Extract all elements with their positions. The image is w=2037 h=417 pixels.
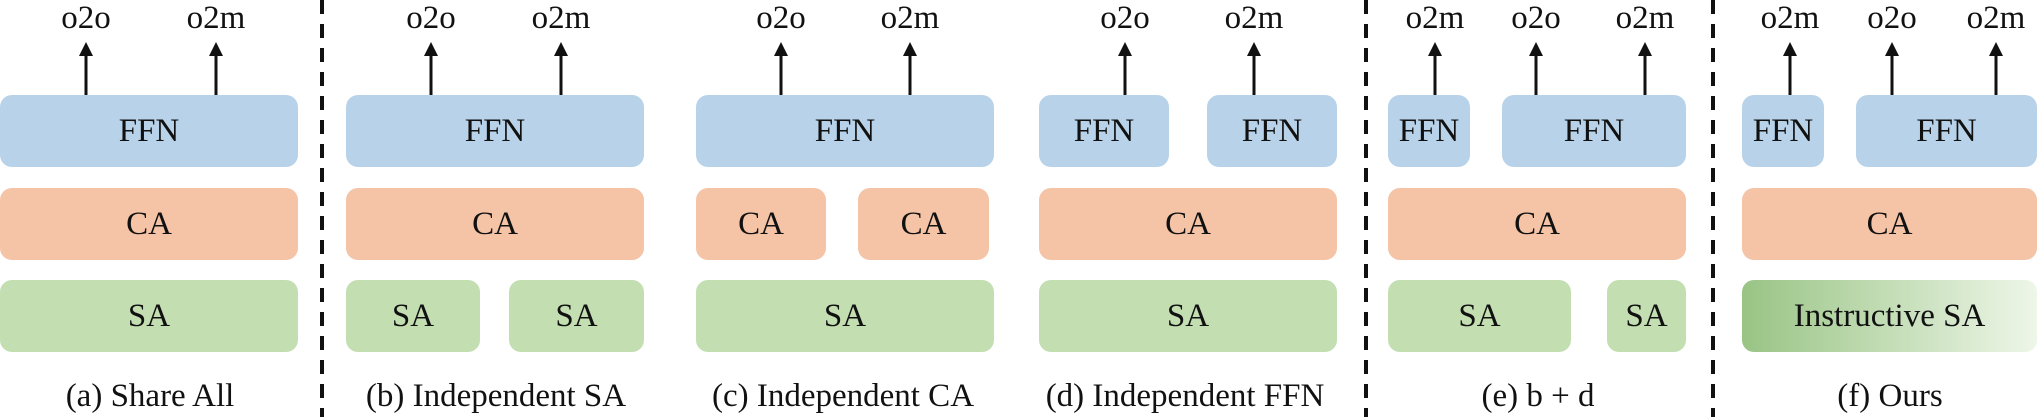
- output-label-o2o: o2o: [756, 0, 806, 36]
- output-label-o2o: o2o: [61, 0, 111, 36]
- output-arrow-head: [1118, 42, 1132, 56]
- ca-label: CA: [1514, 206, 1560, 242]
- ffn-block: [0, 95, 298, 167]
- ca-block: [0, 188, 298, 260]
- output-label-o2m: o2m: [1616, 0, 1675, 36]
- ffn-block: [696, 95, 994, 167]
- ffn-block: [1856, 95, 2037, 167]
- output-arrow-head: [554, 42, 568, 56]
- sa-label: SA: [824, 298, 866, 334]
- ffn-label: FFN: [815, 113, 876, 149]
- output-arrow-head: [209, 42, 223, 56]
- output-arrow-head: [903, 42, 917, 56]
- ffn-block: [346, 95, 644, 167]
- sa-block: [1388, 280, 1571, 352]
- output-label-o2m: o2m: [532, 0, 591, 36]
- output-arrow-head: [1885, 42, 1899, 56]
- sa-label: SA: [555, 298, 597, 334]
- ca-label: CA: [738, 206, 784, 242]
- ffn-label: FFN: [1564, 113, 1625, 149]
- ca-label: CA: [1165, 206, 1211, 242]
- output-arrow-head: [774, 42, 788, 56]
- ffn-label: FFN: [465, 113, 526, 149]
- ca-block: [346, 188, 644, 260]
- panel-caption: (b) Independent SA: [366, 378, 626, 414]
- ca-label: CA: [901, 206, 947, 242]
- output-arrow-head: [1428, 42, 1442, 56]
- ca-block: [1742, 188, 2037, 260]
- output-label-o2o: o2o: [1100, 0, 1150, 36]
- sa-block: [1039, 280, 1337, 352]
- ffn-label: FFN: [1074, 113, 1135, 149]
- output-arrow-head: [1529, 42, 1543, 56]
- ffn-label: FFN: [1242, 113, 1303, 149]
- panel-caption: (c) Independent CA: [712, 378, 974, 414]
- ca-block: [858, 188, 989, 260]
- output-label-o2m: o2m: [1967, 0, 2026, 36]
- ca-label: CA: [472, 206, 518, 242]
- output-label-o2o: o2o: [1511, 0, 1561, 36]
- output-arrow-head: [1783, 42, 1797, 56]
- ffn-block: [1742, 95, 1824, 167]
- ffn-label: FFN: [1753, 113, 1814, 149]
- output-arrow-head: [1247, 42, 1261, 56]
- sa-block: [0, 280, 298, 352]
- sa-block: [1607, 280, 1686, 352]
- ffn-block: [1388, 95, 1470, 167]
- output-label-o2m: o2m: [187, 0, 246, 36]
- output-label-o2o: o2o: [1867, 0, 1917, 36]
- ffn-block: [1039, 95, 1169, 167]
- ffn-label: FFN: [1399, 113, 1460, 149]
- panel-caption: (a) Share All: [66, 378, 235, 414]
- panel-caption: (e) b + d: [1482, 378, 1595, 414]
- ca-label: CA: [1867, 206, 1913, 242]
- output-label-o2m: o2m: [1225, 0, 1284, 36]
- ca-label: CA: [126, 206, 172, 242]
- sa-label: SA: [1167, 298, 1209, 334]
- sa-label: Instructive SA: [1794, 298, 1986, 334]
- output-label-o2m: o2m: [881, 0, 940, 36]
- sa-label: SA: [1458, 298, 1500, 334]
- sa-label: SA: [392, 298, 434, 334]
- ffn-block: [1207, 95, 1337, 167]
- sa-block: [696, 280, 994, 352]
- output-arrow-head: [424, 42, 438, 56]
- ca-block: [1388, 188, 1686, 260]
- ca-block: [696, 188, 826, 260]
- output-label-o2o: o2o: [406, 0, 456, 36]
- sa-block: [346, 280, 480, 352]
- output-arrow-head: [79, 42, 93, 56]
- output-label-o2m: o2m: [1761, 0, 1820, 36]
- output-arrow-head: [1638, 42, 1652, 56]
- sa-label: SA: [1625, 298, 1667, 334]
- sa-block: [509, 280, 644, 352]
- ffn-label: FFN: [1916, 113, 1977, 149]
- ca-block: [1039, 188, 1337, 260]
- ffn-block: [1502, 95, 1686, 167]
- instructive-sa-block: [1742, 280, 2037, 352]
- panel-caption: (f) Ours: [1837, 378, 1942, 414]
- panel-caption: (d) Independent FFN: [1046, 378, 1325, 414]
- ffn-label: FFN: [119, 113, 180, 149]
- output-label-o2m: o2m: [1406, 0, 1465, 36]
- output-arrow-head: [1989, 42, 2003, 56]
- sa-label: SA: [128, 298, 170, 334]
